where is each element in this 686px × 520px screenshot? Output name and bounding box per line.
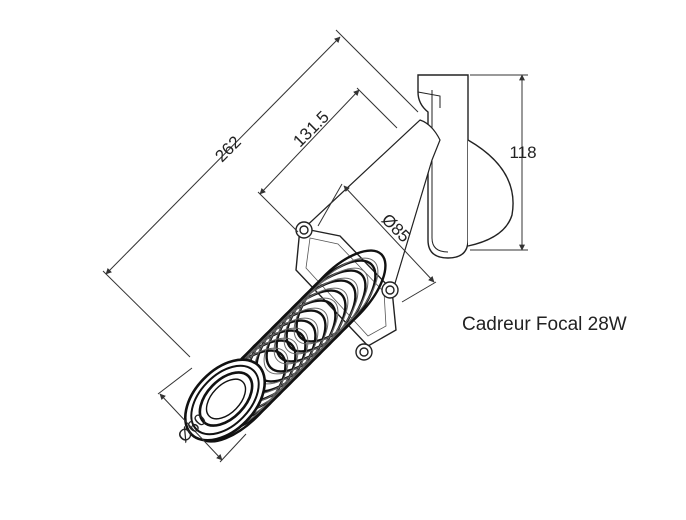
adjustment-knob (295, 221, 313, 239)
dimension-label-262: 262 (211, 132, 244, 165)
adjustment-knob (381, 281, 399, 299)
dimension-line-262 (105, 36, 341, 275)
dimension-line-60 (159, 393, 223, 461)
dimension-line-131-5 (259, 89, 360, 195)
projector-body (183, 119, 441, 443)
dimension-line-85 (343, 185, 435, 283)
mounting-bracket (417, 74, 514, 259)
adjustment-knob (355, 343, 373, 361)
dimension-label-131-5: 131.5 (289, 107, 333, 151)
dimension-lines (102, 29, 528, 463)
dimension-label-118: 118 (509, 143, 536, 162)
product-caption: Cadreur Focal 28W (462, 314, 627, 335)
